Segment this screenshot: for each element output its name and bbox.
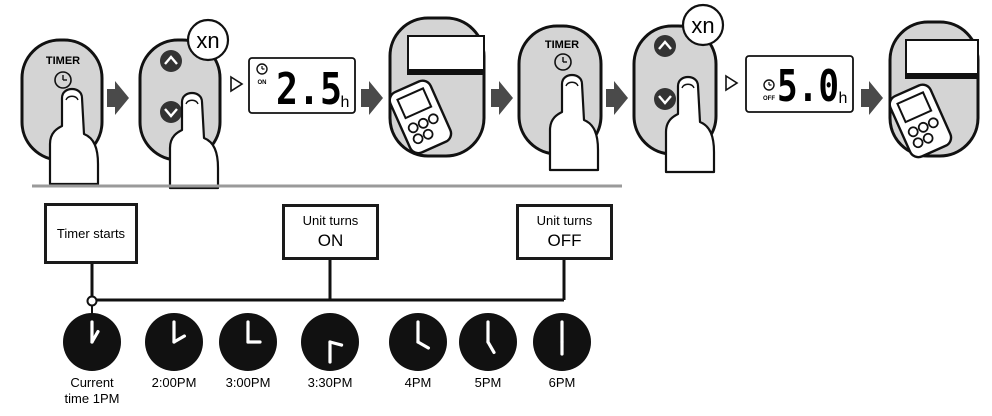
display-value: 5.0 [777,61,839,112]
display-mode: OFF [763,96,775,102]
display-value: 2.5 [276,64,342,115]
timeline-box-timer-starts: Timer starts [44,203,138,264]
air-conditioner-icon [407,35,485,75]
clock-icon [54,71,72,89]
step-arrow-icon [361,81,383,115]
timeline-box-unit-on: Unit turns ON [282,204,379,260]
step-adjust-1: xn [138,18,230,190]
repeat-badge-text: xn [691,13,714,38]
repeat-badge [186,18,230,62]
step-adjust-2: xn [632,3,725,174]
display-on: ON 2.5 h [248,57,356,115]
repeat-badge [681,3,725,47]
timeline-box-line1: Timer starts [56,225,126,241]
step-arrow-icon [861,81,883,115]
step-arrow-icon [491,81,513,115]
clock-time-label: 5PM [474,375,502,390]
clock-time-label: 3:30PM [307,375,353,390]
timeline-box-line2: ON [317,231,344,250]
timeline-start-dot [86,295,98,307]
up-button-icon [654,35,676,57]
clock-time-label: 4PM [404,375,432,390]
timeline [86,258,566,316]
timer-button-label: TIMER [46,55,80,67]
clock-row [63,313,591,371]
hour-hand [90,330,100,344]
step-arrow-icon [606,81,628,115]
hour-hand [172,334,186,344]
hour-hand [328,340,344,347]
repeat-badge-text: xn [196,28,219,53]
clock-icon [763,79,775,91]
up-button-icon [160,50,182,72]
clock-face-icon [459,313,517,371]
clock-face-icon [533,313,591,371]
clock-face-icon [389,313,447,371]
timeline-box-line1: Unit turns [536,213,593,228]
step-arrow-icon [107,81,129,115]
hour-hand [416,340,430,350]
clock-icon [554,53,572,71]
timeline-box-line1: Unit turns [302,213,359,228]
clock-face-icon [219,313,277,371]
clock-face-icon [145,313,203,371]
display-unit: h [341,94,350,111]
small-arrow-icon [230,75,244,93]
small-arrow-icon [725,74,739,92]
display-off: OFF 5.0 h [745,55,854,113]
timer-button-label: TIMER [545,39,579,51]
hour-hand [486,340,496,354]
down-button-icon [160,101,182,123]
step-point-remote-2 [885,20,980,162]
down-button-icon [654,88,676,110]
air-conditioner-icon [905,39,979,79]
timeline-box-unit-off: Unit turns OFF [516,204,613,260]
clock-icon [256,63,268,75]
step-press-timer-2: TIMER [517,24,603,172]
display-unit: h [839,90,848,107]
clock-face-icon [63,313,121,371]
timeline-box-line2: OFF [547,231,582,250]
display-mode: ON [258,80,267,86]
clock-time-label: 2:00PM [151,375,197,390]
step-point-remote-1 [385,16,486,158]
clock-time-label: 3:00PM [225,375,271,390]
clock-time-label: 6PM [548,375,576,390]
step-press-timer-1: TIMER [20,38,104,186]
clock-face-icon [301,313,359,371]
